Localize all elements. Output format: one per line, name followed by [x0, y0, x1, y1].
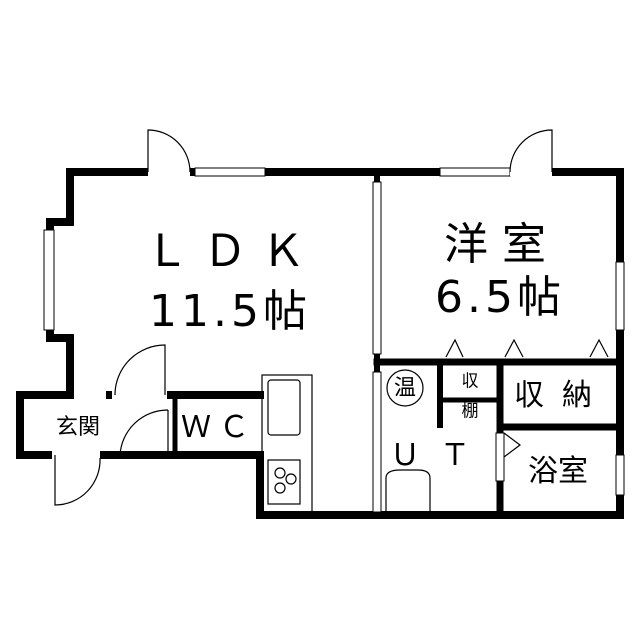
western-size: 6.5帖 — [435, 272, 565, 323]
shelf-label-bottom: 棚 — [461, 401, 479, 422]
door-swing-wc — [119, 409, 169, 456]
door-swing-hall — [114, 344, 166, 396]
western-label: 洋室 — [444, 219, 560, 270]
wc-label: ＷＣ — [181, 410, 257, 445]
bath-door — [495, 432, 505, 482]
shelf-label-top: 収 — [461, 371, 479, 392]
utility-label: ＵＴ — [390, 438, 490, 473]
closet-marks — [445, 338, 609, 358]
water-heater — [386, 369, 424, 407]
window-ldk-top — [194, 167, 266, 177]
window-western-top — [439, 167, 511, 177]
door-swing-western — [509, 129, 553, 173]
sliding-door — [372, 181, 382, 355]
water-heater-label: 温 — [393, 376, 417, 401]
window-ldk-left — [43, 229, 55, 331]
storage-label: 収納 — [514, 378, 610, 413]
bathroom-label: 浴室 — [528, 454, 588, 489]
window-bath — [615, 454, 625, 496]
kitchen-counter — [261, 374, 313, 516]
entrance-wall — [16, 391, 264, 459]
ldk-size: 11.5帖 — [149, 286, 311, 337]
door-swing-bath — [503, 432, 521, 458]
door-swing-ldk — [147, 129, 191, 173]
sliding-door-ut — [372, 371, 382, 513]
door-swing-entrance — [54, 455, 101, 506]
sink — [267, 379, 301, 436]
stove — [267, 459, 301, 505]
window-western-right — [615, 261, 625, 331]
entrance-label: 玄関 — [55, 415, 101, 440]
outer-wall — [66, 168, 624, 519]
washbasin — [385, 469, 431, 515]
ldk-label: ＬＤＫ — [145, 226, 319, 277]
